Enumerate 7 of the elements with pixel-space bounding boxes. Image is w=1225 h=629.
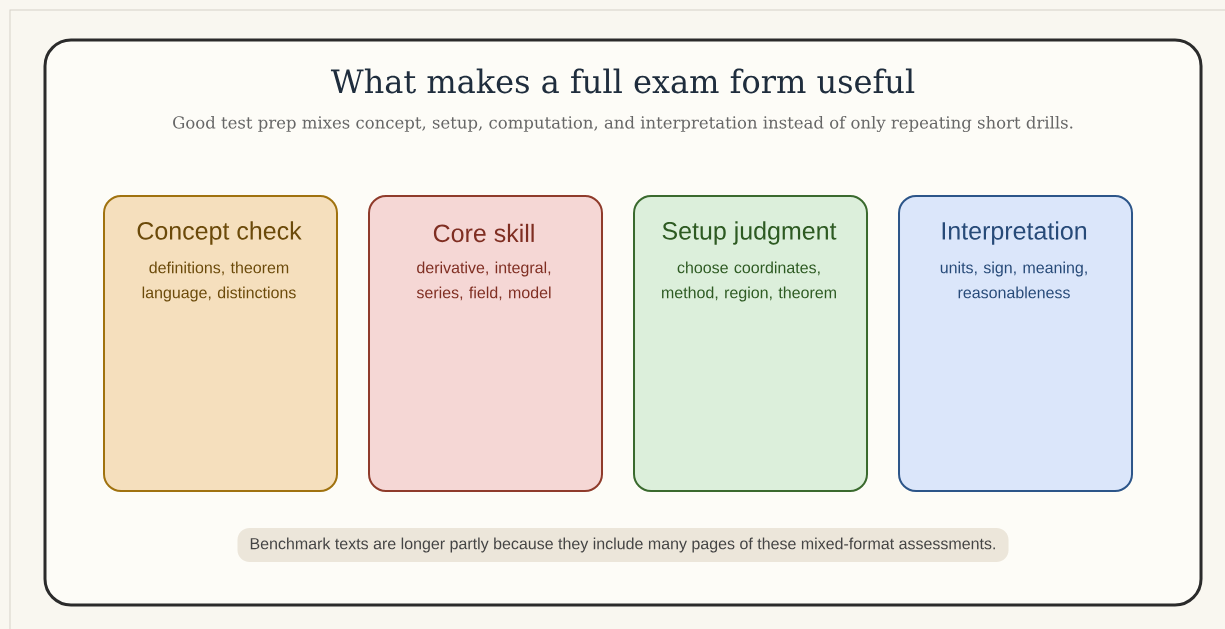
subtitle: Good test prep mixes concept, setup, computation, and interpretation instead of only repeating short drills. xyxy=(173,115,1073,133)
category-card: Concept check definitions, theorem language, distinctions xyxy=(103,195,338,492)
note-pill: Benchmark texts are longer partly because they include many pages of these mixed-format assessments. xyxy=(237,528,1009,562)
category-card: Setup judgment choose coordinates, method, region, theorem xyxy=(633,195,868,492)
category-card: Core skill derivative, integral, series, field, model xyxy=(368,195,603,492)
title: What makes a full exam form useful xyxy=(330,68,915,94)
category-card: Interpretation units, sign, meaning, reasonableness xyxy=(898,195,1133,492)
